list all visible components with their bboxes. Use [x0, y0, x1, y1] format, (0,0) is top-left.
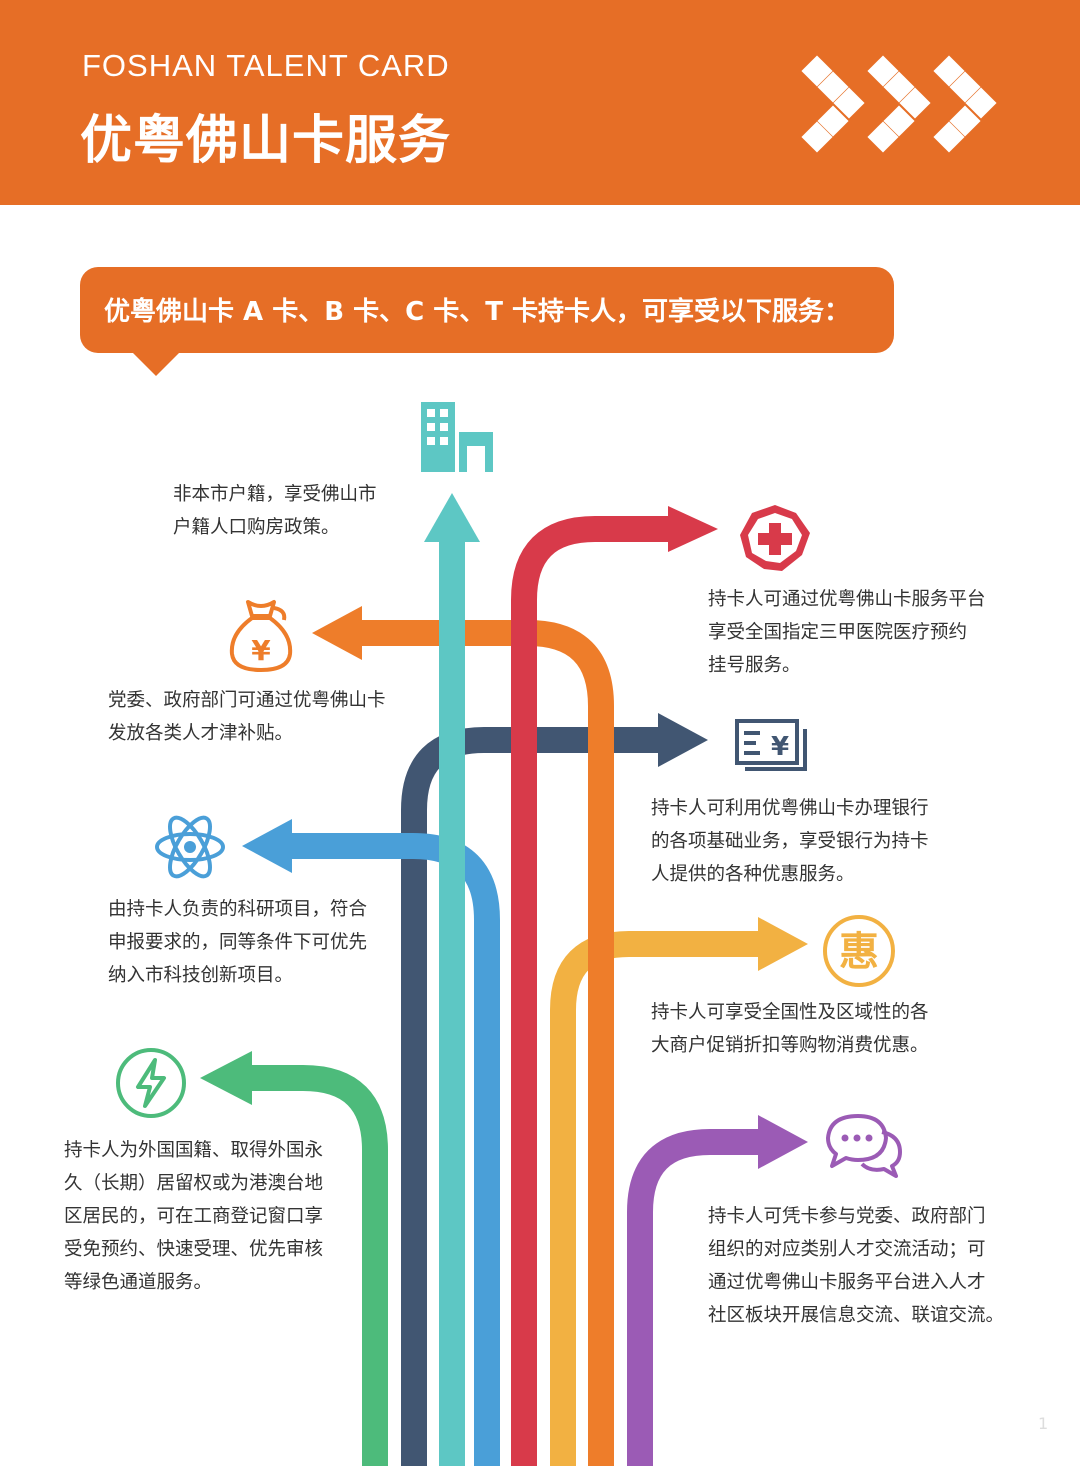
arrow-purple: [627, 1129, 760, 1466]
service-text-research: 由持卡人负责的科研项目，符合 申报要求的，同等条件下可优先 纳入市科技创新项目。: [108, 893, 367, 992]
text-line: 持卡人为外国国籍、取得外国永: [64, 1140, 324, 1161]
arrow-green: [250, 1065, 388, 1466]
text-line: 大商户促销折扣等购物消费优惠。: [651, 1035, 929, 1056]
arrowhead-purple: [758, 1115, 808, 1169]
banner-tail: [130, 350, 182, 376]
service-text-banking: 持卡人可利用优粤佛山卡办理银行 的各项基础业务，享受银行为持卡 人提供的各种优惠…: [651, 792, 929, 891]
text-line: 久（长期）居留权或为港澳台地: [64, 1173, 324, 1194]
text-line: 持卡人可享受全国性及区域性的各: [651, 1002, 929, 1023]
text-line: 挂号服务。: [708, 655, 801, 676]
arrowhead-blue: [242, 819, 292, 873]
building-icon: [421, 402, 493, 472]
service-text-shopping: 持卡人可享受全国性及区域性的各 大商户促销折扣等购物消费优惠。: [651, 996, 929, 1062]
service-text-subsidy: 党委、政府部门可通过优粤佛山卡 发放各类人才津补贴。: [108, 684, 386, 750]
svg-text:¥: ¥: [251, 634, 271, 667]
header-title: 优粤佛山卡服务: [80, 111, 452, 171]
text-line: 受免预约、快速受理、优先审核: [64, 1239, 324, 1260]
arrowhead-teal: [424, 493, 480, 542]
arrow-red: [511, 516, 670, 1466]
chat-bubbles-icon: [826, 1114, 902, 1178]
arrowhead-green: [200, 1051, 252, 1105]
arrowhead-navy: [658, 713, 708, 767]
text-line: 纳入市科技创新项目。: [108, 965, 294, 986]
text-line: 等绿色通道服务。: [64, 1272, 213, 1293]
text-line: 党委、政府部门可通过优粤佛山卡: [108, 690, 386, 711]
text-line: 发放各类人才津补贴。: [108, 723, 294, 744]
text-line: 持卡人可通过优粤佛山卡服务平台: [708, 589, 986, 610]
services-intro-text: 优粤佛山卡 A 卡、B 卡、C 卡、T 卡持卡人，可享受以下服务：: [104, 297, 851, 327]
arrow-blue: [290, 833, 500, 1466]
lightning-icon: [116, 1048, 186, 1118]
text-line: 社区板块开展信息交流、联谊交流。: [708, 1305, 1005, 1326]
text-line: 组织的对应类别人才交流活动；可: [708, 1239, 986, 1260]
service-text-exchange: 持卡人可凭卡参与党委、政府部门 组织的对应类别人才交流活动；可 通过优粤佛山卡服…: [708, 1200, 1004, 1332]
arrow-yellow: [550, 931, 760, 1466]
text-line: 通过优粤佛山卡服务平台进入人才: [708, 1272, 986, 1293]
header-banner: FOSHAN TALENT CARD 优粤佛山卡服务: [0, 0, 1080, 205]
text-line: 申报要求的，同等条件下可优先: [108, 932, 368, 953]
text-line: 人提供的各种优惠服务。: [651, 864, 855, 885]
header-subtitle: FOSHAN TALENT CARD: [82, 48, 450, 83]
page-number: 1: [1038, 1414, 1049, 1433]
text-line: 享受全国指定三甲医院医疗预约: [708, 622, 968, 643]
arrowhead-yellow: [758, 917, 808, 971]
text-line: 非本市户籍，享受佛山市: [173, 484, 377, 505]
svg-text:¥: ¥: [771, 732, 789, 762]
service-text-green-channel: 持卡人为外国国籍、取得外国永 久（长期）居留权或为港澳台地 区居民的，可在工商登…: [64, 1134, 323, 1299]
discount-glyph: 惠: [839, 929, 879, 975]
text-line: 持卡人可凭卡参与党委、政府部门: [708, 1206, 986, 1227]
services-intro-banner: [80, 267, 894, 353]
text-line: 户籍人口购房政策。: [173, 517, 340, 538]
arrowhead-red: [668, 506, 718, 552]
bank-card-icon: ¥: [735, 719, 807, 771]
text-line: 的各项基础业务，享受银行为持卡: [651, 831, 929, 852]
discount-icon: 惠: [823, 915, 895, 987]
arrowhead-orange: [312, 606, 362, 660]
text-line: 由持卡人负责的科研项目，符合: [108, 899, 368, 920]
text-line: 持卡人可利用优粤佛山卡办理银行: [651, 798, 929, 819]
atom-icon: [155, 815, 225, 879]
service-text-medical: 持卡人可通过优粤佛山卡服务平台 享受全国指定三甲医院医疗预约 挂号服务。: [708, 583, 986, 682]
text-line: 区居民的，可在工商登记窗口享: [64, 1206, 324, 1227]
chevrons-decoration-icon: [801, 55, 997, 153]
arrow-navy: [401, 727, 660, 1466]
service-text-housing: 非本市户籍，享受佛山市 户籍人口购房政策。: [173, 478, 377, 544]
hospital-cross-icon: [740, 505, 810, 571]
money-bag-icon: ¥: [229, 600, 293, 672]
